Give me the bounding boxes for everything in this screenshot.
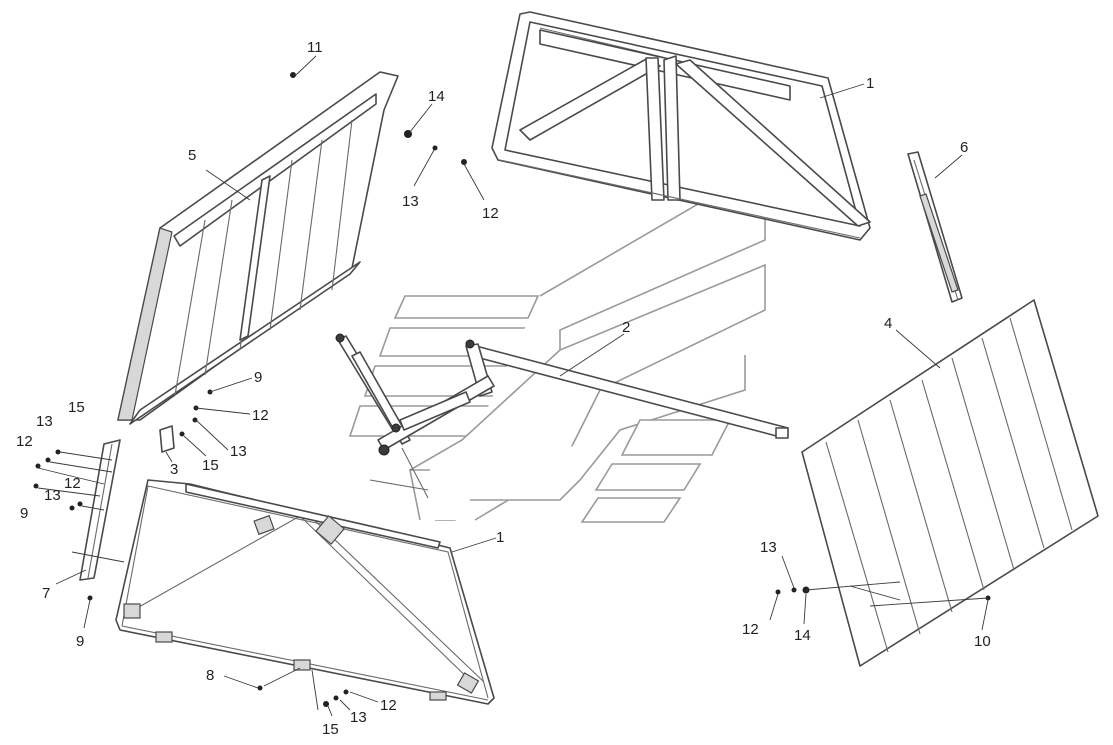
callout-12: 12 <box>742 621 759 638</box>
part-1-top-truss-frame <box>491 11 871 241</box>
callout-1: 1 <box>866 75 874 92</box>
part-2-handle-assembly <box>335 333 789 499</box>
callout-9: 9 <box>76 633 84 650</box>
callout-labels: 11 14 13 12 5 1 6 2 4 9 12 13 15 3 13 15… <box>16 39 991 738</box>
callout-4: 4 <box>884 315 892 332</box>
callout-5: 5 <box>188 147 196 164</box>
part-1-bottom-triangle-panel <box>115 479 495 705</box>
callout-8: 8 <box>206 667 214 684</box>
callout-7: 7 <box>42 585 50 602</box>
part-4-plank-board <box>801 299 1099 667</box>
callout-11: 11 <box>307 39 323 56</box>
callout-1: 1 <box>496 529 504 546</box>
callout-15: 15 <box>68 399 85 416</box>
callout-12: 12 <box>16 433 33 450</box>
callout-2: 2 <box>622 319 630 336</box>
callout-9: 9 <box>20 505 28 522</box>
callout-13: 13 <box>230 443 247 460</box>
callout-14: 14 <box>794 627 811 644</box>
callout-12: 12 <box>380 697 397 714</box>
callout-13: 13 <box>44 487 61 504</box>
callout-12: 12 <box>482 205 499 222</box>
part-7-short-bar <box>79 439 121 581</box>
callout-14: 14 <box>428 88 445 105</box>
callout-3: 3 <box>170 461 178 478</box>
callout-6: 6 <box>960 139 968 156</box>
callout-13: 13 <box>402 193 419 210</box>
watermark-logo <box>348 163 766 523</box>
leader-lines <box>37 55 989 717</box>
callout-15: 15 <box>322 721 339 738</box>
callout-13: 13 <box>760 539 777 556</box>
callout-13: 13 <box>36 413 53 430</box>
callout-12: 12 <box>64 475 81 492</box>
part-3-bracket <box>159 425 175 453</box>
part-6-vertical-bar <box>907 151 963 303</box>
part-5-slatted-panel <box>117 71 399 425</box>
callout-15: 15 <box>202 457 219 474</box>
callout-12: 12 <box>252 407 269 424</box>
callout-10: 10 <box>974 633 991 650</box>
callout-9: 9 <box>254 369 262 386</box>
callout-13: 13 <box>350 709 367 726</box>
